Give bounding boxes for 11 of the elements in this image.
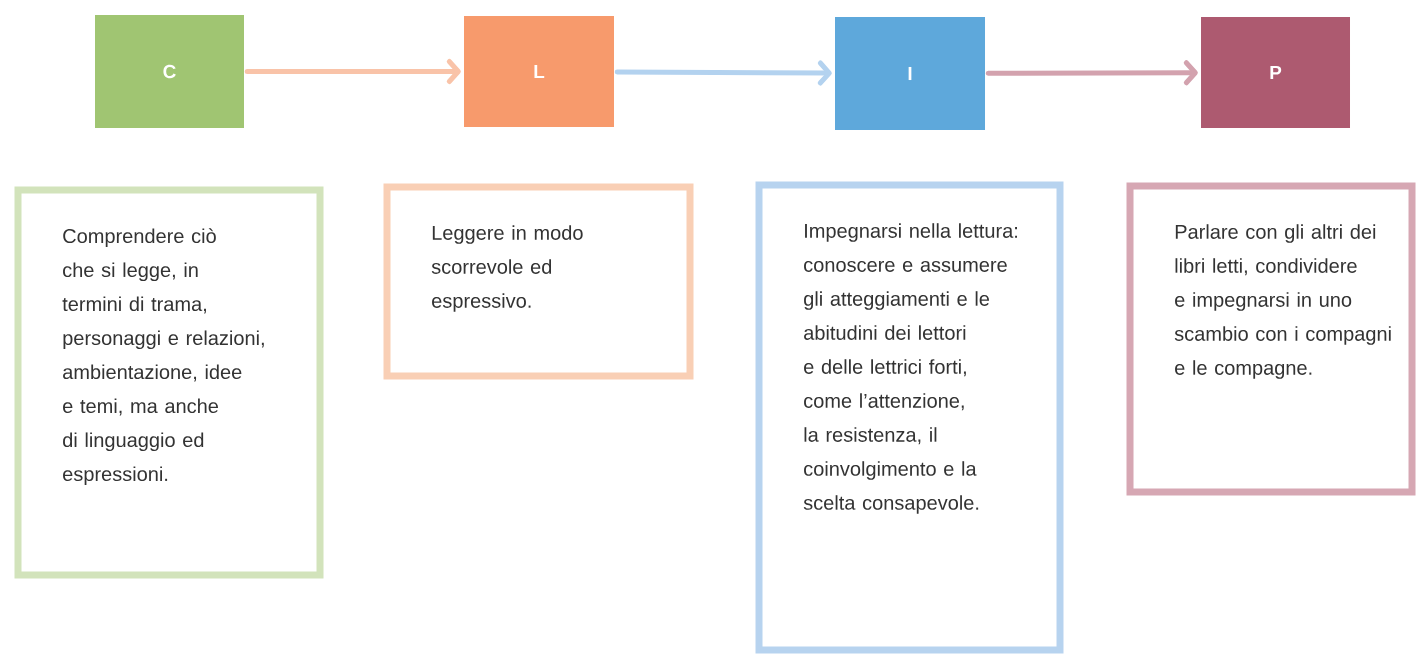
letter-box: I	[835, 17, 985, 130]
arrow	[985, 60, 1198, 86]
letter-box: L	[464, 16, 614, 127]
letter-box: C	[95, 15, 244, 128]
arrow	[244, 59, 461, 84]
text-box: Impegnarsi nella lettura: conoscere e assumere gli atteggiamenti e le abitudini dei lettori e delle lettrici forti, come l’attenzione, la resistenza, il coinvolgimento e la scelta consapevole.	[755, 181, 1064, 654]
text-box: Leggere in modo scorrevole ed espressivo.	[383, 183, 694, 380]
letter-box: P	[1201, 17, 1350, 128]
arrow	[614, 60, 832, 86]
text-box: Comprendere ciò che si legge, in termini di trama, personaggi e relazioni, ambientazione, idee e temi, ma anche di linguaggio ed espressioni.	[14, 186, 324, 579]
text-box: Parlare con gli altri dei libri letti, condividere e impegnarsi in uno scambio con i compagni e le compagne.	[1126, 182, 1416, 496]
